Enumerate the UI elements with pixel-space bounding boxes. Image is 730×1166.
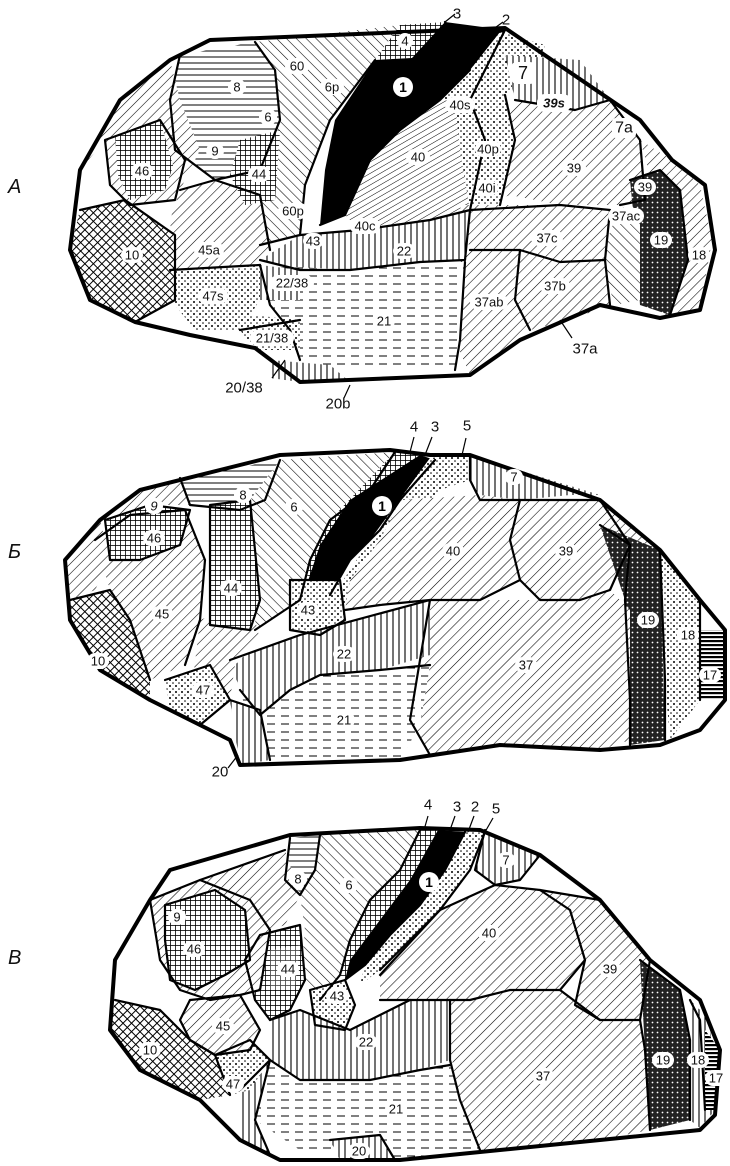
callout-label: 37a [572,341,598,358]
area-label: 20 [352,1144,366,1159]
area-label: 40i [478,181,495,196]
area-label: 7 [502,853,509,868]
area-label: 46 [147,531,161,546]
area-label: 19 [656,1053,670,1068]
area-label: 22/38 [276,276,309,291]
area-label: 19 [654,233,668,248]
area-label: 8 [294,872,301,887]
area-label: 43 [306,234,320,249]
callout-label: 3 [431,419,439,436]
area-label: 9 [173,910,180,925]
area-label: 10 [91,654,105,669]
area-label: 22 [397,244,411,259]
panel-c: В [8,797,727,1161]
area-label: 43 [330,989,344,1004]
area-label: 37 [519,658,533,673]
area-label: 44 [252,167,266,182]
callout-label: 20b [325,396,350,413]
callout-label: 2 [471,799,479,816]
area-label: 37 [536,1069,550,1084]
area-label: 18 [692,248,706,263]
area-label: 17 [703,668,717,683]
panel-a: А [7,6,715,413]
area-label: 45 [155,607,169,622]
area-label: 6p [325,80,339,95]
area-label: 6 [290,500,297,515]
area-label: 47 [196,683,210,698]
area-label: 1 [378,498,386,514]
area-label: 6 [264,110,271,125]
area-label: 7a [615,120,633,137]
area-label: 10 [143,1043,157,1058]
area-label: 46 [135,164,149,179]
area-label: 7 [518,63,528,83]
area-label: 60p [282,204,304,219]
area-label: 40p [477,142,499,157]
area-label: 18 [691,1053,705,1068]
area-label: 21 [377,314,391,329]
area-label: 37ac [612,209,641,224]
area-label: 39 [638,180,652,195]
area-label: 37ab [475,295,504,310]
area-label: 47 [226,1077,240,1092]
area-label: 4 [401,34,408,49]
callout-label: 2 [502,12,510,29]
callout-label: 5 [463,418,471,435]
callout-label: 4 [424,797,432,814]
area-label: 43 [301,603,315,618]
area-label: 45a [198,243,220,258]
area-label: 9 [150,499,157,514]
area-label: 1 [399,79,407,95]
area-label: 40c [355,219,376,234]
panel-letter: В [8,947,21,969]
area-label: 40 [482,926,496,941]
area-label: 1 [425,874,433,890]
callout-label: 20/38 [225,380,263,397]
area-label: 37b [544,279,566,294]
area-label: 39 [559,544,573,559]
callout-label: 3 [453,6,461,23]
area-label: 21 [337,713,351,728]
area-label: 37c [537,231,558,246]
area-label: 40 [411,150,425,165]
area-label: 40 [446,544,460,559]
panel-letter: А [7,176,21,198]
area-label: 19 [641,613,655,628]
area-label: 46 [187,942,201,957]
area-label: 22 [337,647,351,662]
callout-label: 4 [410,419,418,436]
area-label: 8 [239,488,246,503]
callout-label: 5 [492,801,500,818]
panel-letter: Б [8,541,21,563]
area-label: 39s [543,96,565,111]
area-label: 17 [709,1071,723,1086]
area-label: 8 [233,80,240,95]
area-label: 44 [281,962,295,977]
area-label: 47s [203,289,224,304]
panel-b: Б [8,418,725,781]
area-label: 10 [125,248,139,263]
area-label: 21 [389,1102,403,1117]
area-label: 9 [211,144,218,159]
area-label: 40s [450,98,471,113]
area-label: 39 [603,962,617,977]
area-label: 44 [224,581,238,596]
area-label: 60 [290,59,304,74]
callout-label: 3 [453,799,461,816]
callout-label: 20 [212,764,229,781]
area-label: 7 [510,470,517,485]
area-label: 39 [567,161,581,176]
area-label: 45 [216,1019,230,1034]
area-label: 21/38 [256,331,289,346]
area-label: 6 [345,878,352,893]
area-label: 22 [359,1035,373,1050]
area-label: 18 [681,628,695,643]
